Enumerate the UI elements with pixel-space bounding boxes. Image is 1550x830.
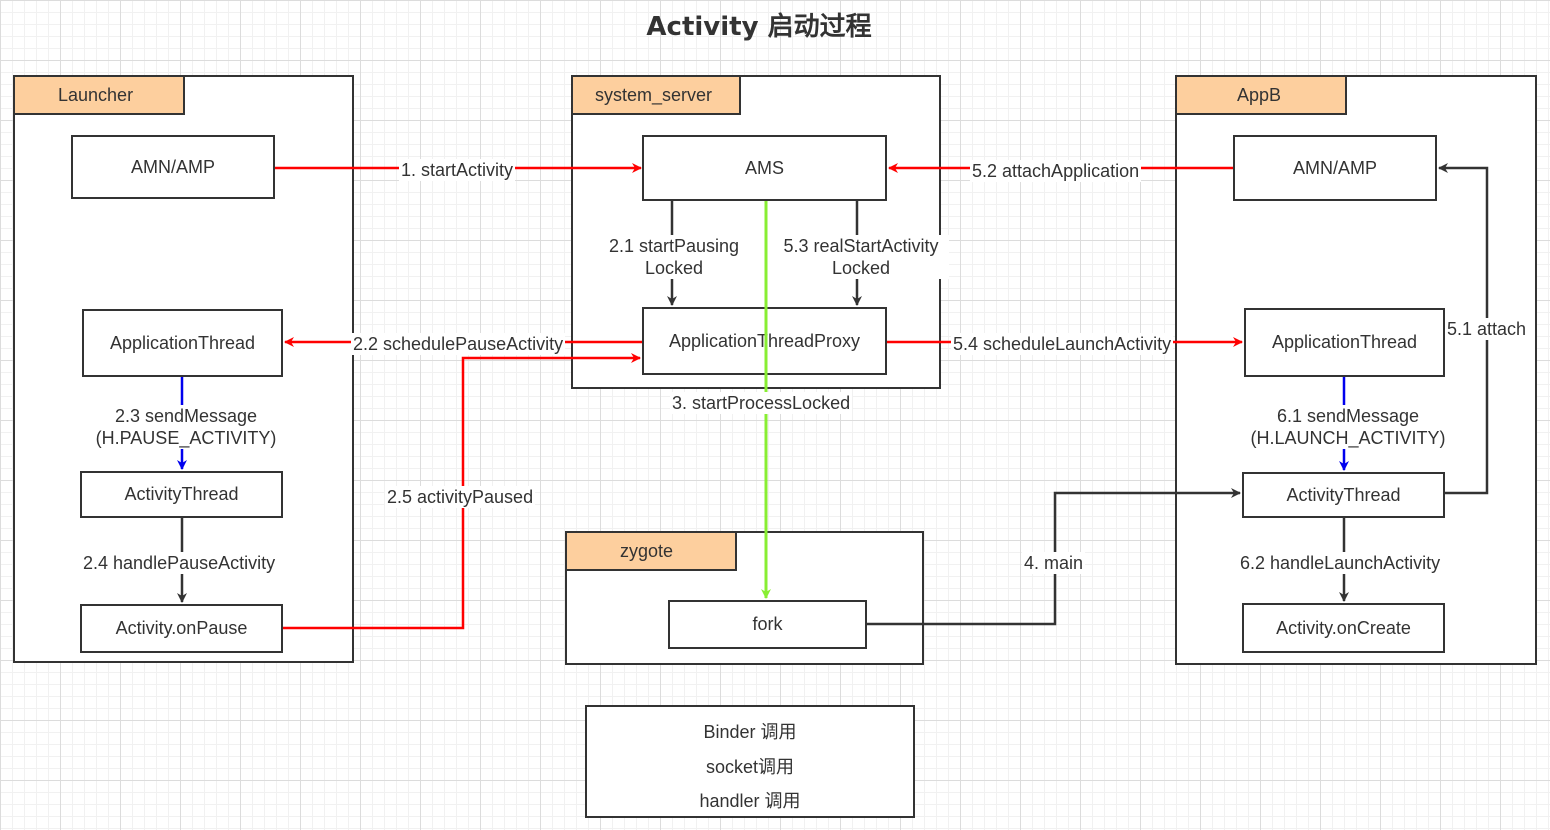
system-server-tab: system_server xyxy=(573,77,741,115)
label-start-pausing-locked: 2.1 startPausing Locked xyxy=(602,235,746,279)
legend-box: Binder 调用 socket调用 handler 调用 xyxy=(585,705,915,818)
label-start-pausing-line1: 2.1 startPausing xyxy=(608,236,740,256)
launcher-application-thread-box: ApplicationThread xyxy=(82,309,283,377)
appb-application-thread-box: ApplicationThread xyxy=(1244,308,1445,377)
label-start-pausing-line2: Locked xyxy=(644,258,704,278)
label-send-message-pause-line1: 2.3 sendMessage xyxy=(114,406,258,426)
zygote-tab: zygote xyxy=(567,533,737,571)
legend-handler-label: handler 调用 xyxy=(698,791,802,811)
legend-binder-label: Binder 调用 xyxy=(702,722,798,742)
label-handle-launch-activity: 6.2 handleLaunchActivity xyxy=(1238,552,1443,574)
legend-handler: handler 调用 xyxy=(587,787,913,815)
appb-amn-box: AMN/AMP xyxy=(1233,135,1437,201)
launcher-activity-onpause-box: Activity.onPause xyxy=(80,604,283,653)
fork-box: fork xyxy=(668,600,867,649)
appb-activity-thread-box: ActivityThread xyxy=(1242,472,1445,518)
label-attach: 5.1 attach xyxy=(1445,318,1529,340)
appb-activity-oncreate-box: Activity.onCreate xyxy=(1242,603,1445,653)
launcher-tab: Launcher xyxy=(15,77,185,115)
label-send-message-launch-line2: (H.LAUNCH_ACTIVITY) xyxy=(1250,428,1446,448)
label-attach-application: 5.2 attachApplication xyxy=(970,160,1142,182)
label-start-process-locked: 3. startProcessLocked xyxy=(670,392,853,414)
launcher-amn-box: AMN/AMP xyxy=(71,135,275,199)
legend-socket-label: socket调用 xyxy=(704,757,796,777)
legend-binder: Binder 调用 xyxy=(587,718,913,746)
label-real-start-activity-locked: 5.3 realStartActivity Locked xyxy=(773,235,949,279)
label-schedule-pause-activity: 2.2 schedulePauseActivity xyxy=(351,333,566,355)
label-send-message-launch: 6.1 sendMessage (H.LAUNCH_ACTIVITY) xyxy=(1245,405,1451,449)
diagram-title: Activity 启动过程 xyxy=(646,12,872,42)
label-send-message-pause: 2.3 sendMessage (H.PAUSE_ACTIVITY) xyxy=(87,405,285,449)
label-activity-paused: 2.5 activityPaused xyxy=(385,486,536,508)
launcher-activity-thread-box: ActivityThread xyxy=(80,471,283,518)
label-real-start-line1: 5.3 realStartActivity xyxy=(783,236,939,256)
label-schedule-launch-activity: 5.4 scheduleLaunchActivity xyxy=(951,333,1174,355)
label-handle-pause-activity: 2.4 handlePauseActivity xyxy=(81,552,278,574)
legend-socket: socket调用 xyxy=(587,753,913,781)
label-send-message-pause-line2: (H.PAUSE_ACTIVITY) xyxy=(95,428,277,448)
label-main: 4. main xyxy=(1022,552,1086,574)
label-start-activity: 1. startActivity xyxy=(399,159,516,181)
label-real-start-line2: Locked xyxy=(831,258,891,278)
ams-box: AMS xyxy=(642,135,887,201)
appb-tab: AppB xyxy=(1177,77,1347,115)
label-send-message-launch-line1: 6.1 sendMessage xyxy=(1276,406,1420,426)
